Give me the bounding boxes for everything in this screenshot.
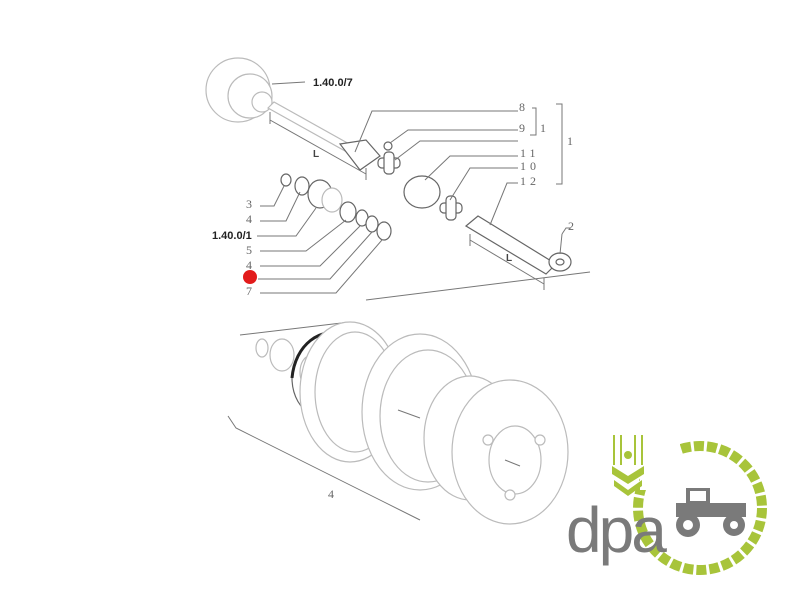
label-5: 5 <box>246 243 252 257</box>
dimension-L-lower: L <box>506 253 512 264</box>
label-2: 2 <box>568 219 574 233</box>
reference-upper: 1.40.0/7 <box>313 77 353 89</box>
label-1-small: 1 <box>540 121 546 135</box>
differential-housing <box>205 57 306 123</box>
label-4: 4 <box>246 212 252 226</box>
seal-rings <box>280 173 392 241</box>
label-4-second: 4 <box>246 258 252 272</box>
upper-half-shaft <box>267 101 381 180</box>
label-8: 8 <box>519 100 525 114</box>
dimension-L-upper: L <box>313 149 319 160</box>
label-3: 3 <box>246 197 252 211</box>
dpa-logo: dpa <box>566 435 767 575</box>
label-bottom: 4 <box>328 487 334 501</box>
wheat-icon <box>612 435 644 496</box>
tractor-icon <box>676 488 746 537</box>
leader-lines-left <box>257 185 591 301</box>
label-12: 12 <box>520 174 540 188</box>
label-9: 9 <box>519 121 525 135</box>
reference-middle: 1.40.0/1 <box>212 230 252 242</box>
label-1: 1 <box>567 134 573 148</box>
planetary-assembly <box>227 321 569 525</box>
label-11: 11 <box>520 146 540 160</box>
label-10: 10 <box>520 159 540 173</box>
universal-joint <box>377 141 572 290</box>
leader-lines-right <box>354 103 571 255</box>
label-7: 7 <box>246 284 252 298</box>
highlight-marker <box>243 270 257 284</box>
logo-text: dpa <box>566 494 667 566</box>
